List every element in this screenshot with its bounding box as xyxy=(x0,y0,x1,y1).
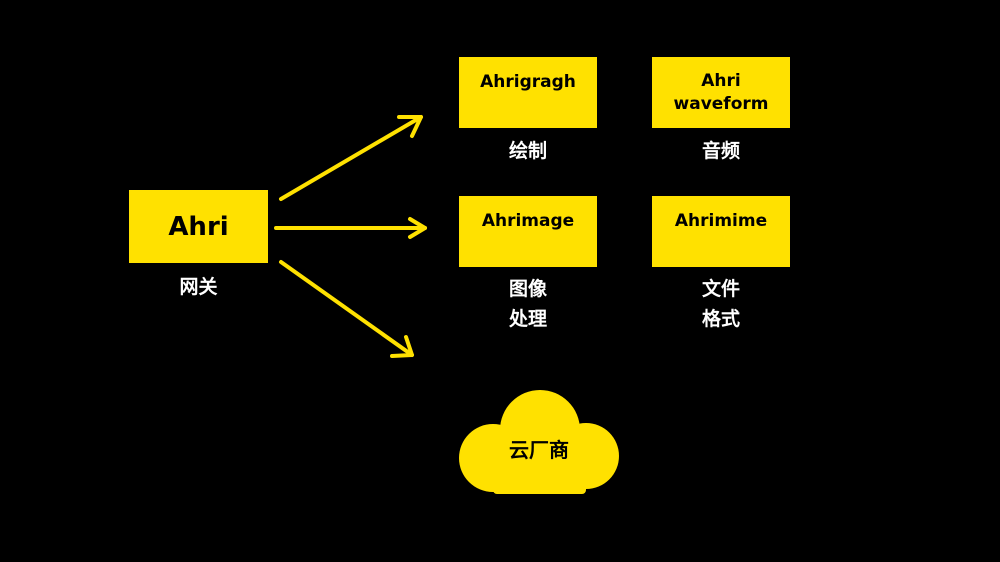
waveform-caption-line-1: 音频 xyxy=(701,140,740,162)
ahrimime-box: Ahrimime xyxy=(652,196,790,267)
ahrimage-title: Ahrimage xyxy=(481,211,575,231)
cloud-label: 云厂商 xyxy=(509,438,569,462)
gateway-box: Ahri xyxy=(129,190,268,263)
waveform-caption: 音频 xyxy=(652,136,790,166)
gateway-caption: 网关 xyxy=(129,272,268,302)
waveform-title-line-1: Ahri xyxy=(701,71,741,92)
ahrimime-title: Ahrimime xyxy=(674,211,768,231)
ahrimime-caption-line-2: 格式 xyxy=(701,308,740,330)
ahrigragh-box: Ahrigragh xyxy=(459,57,597,128)
ahrigragh-title: Ahrigragh xyxy=(480,72,576,92)
waveform-box: Ahri waveform xyxy=(652,57,790,128)
ahrimage-caption-line-2: 处理 xyxy=(508,308,547,330)
ahrimage-box: Ahrimage xyxy=(459,196,597,267)
cloud-provider: 云厂商 xyxy=(458,388,620,496)
arrow-to-cloud xyxy=(279,260,414,358)
gateway-caption-text: 网关 xyxy=(179,276,218,298)
waveform-title-line-2: waveform xyxy=(673,93,769,114)
arrow-to-top-row xyxy=(279,115,423,201)
gateway-title: Ahri xyxy=(168,211,229,242)
ahrigragh-caption: 绘制 xyxy=(459,136,597,166)
arrow-to-middle-row xyxy=(274,217,427,239)
ahrimime-caption: 文件 格式 xyxy=(652,274,790,334)
ahrigragh-caption-line-1: 绘制 xyxy=(508,140,547,162)
ahrimage-caption: 图像 处理 xyxy=(459,274,597,334)
ahrimime-caption-line-1: 文件 xyxy=(701,278,740,300)
cloud-icon xyxy=(459,390,619,494)
ahrimage-caption-line-1: 图像 xyxy=(508,278,547,300)
